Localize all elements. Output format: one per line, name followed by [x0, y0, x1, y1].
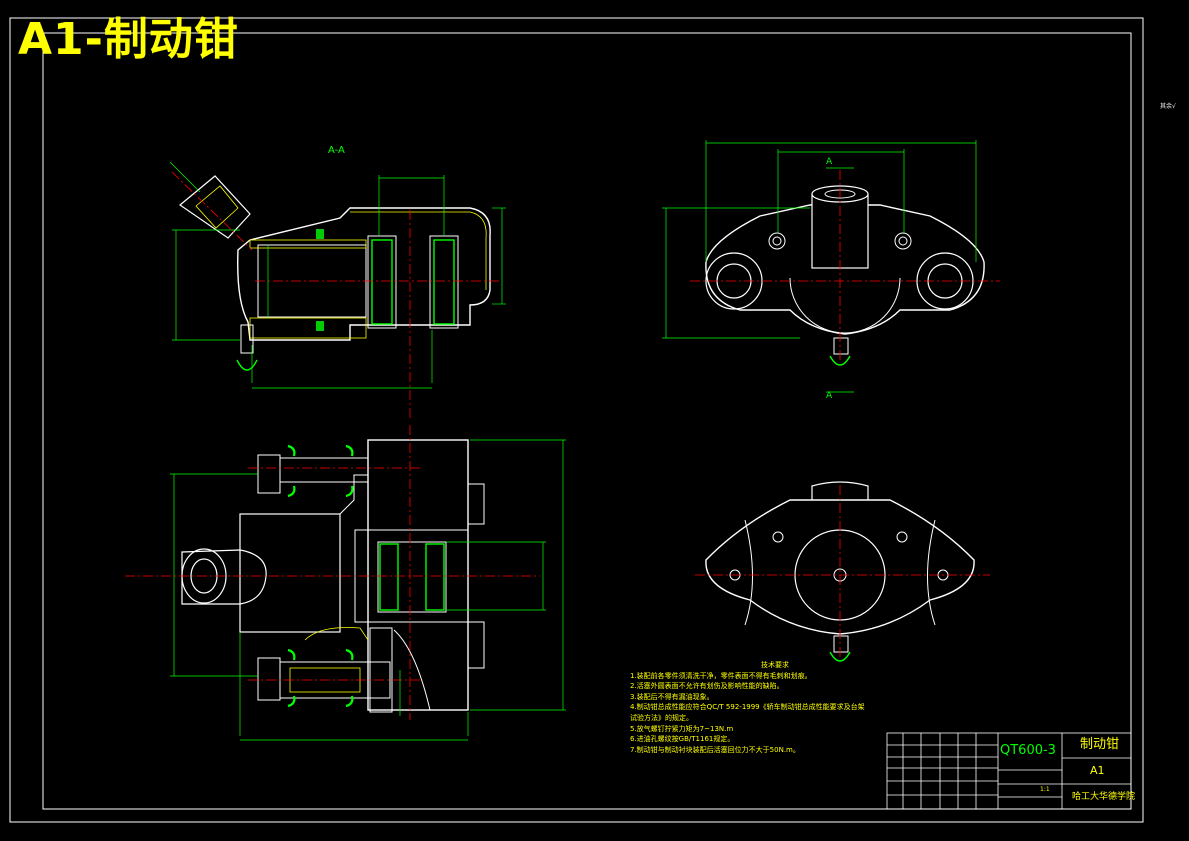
tech-note-item: 6.进油孔螺纹按GB/T1161规定。	[630, 735, 735, 744]
tech-notes-title: 技术要求	[761, 661, 789, 669]
surface-finish-mark: 其余√	[1160, 103, 1176, 110]
scale-value: 1:1	[1040, 786, 1050, 793]
plan-view	[125, 425, 566, 741]
tech-note-item: 2.活塞外圆表面不允许有划伤及影响性能的缺陷。	[630, 682, 784, 691]
outer-frame	[9, 17, 1144, 823]
tech-note-item: 7.制动钳与制动衬块装配后活塞回位力不大于50N.m。	[630, 745, 800, 754]
tech-note-item: 1.装配前各零件须清洗干净，零件表面不得有毛刺和划痕。	[630, 671, 812, 680]
cut-mark-bottom: A	[826, 391, 833, 401]
cut-mark-top: A	[826, 157, 833, 167]
front-view	[662, 140, 1000, 393]
school-name: 哈工大华德学院	[1072, 792, 1136, 802]
tech-note-item: 试验方法》的规定。	[630, 713, 693, 722]
tech-note-item: 4.制动钳总成性能应符合QC/T 592-1999《轿车制动钳总成性能要求及台架	[630, 703, 865, 712]
drawing-banner-title: A1-制动钳	[18, 14, 239, 65]
bottom-view	[695, 481, 990, 662]
section-label: A-A	[328, 145, 345, 156]
tech-note-item: 3.装配后不得有漏油现象。	[630, 692, 714, 701]
title-block	[886, 732, 1132, 810]
sheet-size: A1	[1090, 764, 1105, 777]
inner-frame	[42, 32, 1132, 810]
section-view	[169, 161, 506, 420]
tech-note-item: 5.放气螺钉拧紧力矩为7~13N.m	[630, 724, 734, 733]
technical-requirements: 技术要求 1.装配前各零件须清洗干净，零件表面不得有毛刺和划痕。 2.活塞外圆表…	[630, 660, 880, 755]
drawing-number: QT600-3	[1000, 743, 1056, 758]
part-name: 制动钳	[1080, 737, 1120, 752]
